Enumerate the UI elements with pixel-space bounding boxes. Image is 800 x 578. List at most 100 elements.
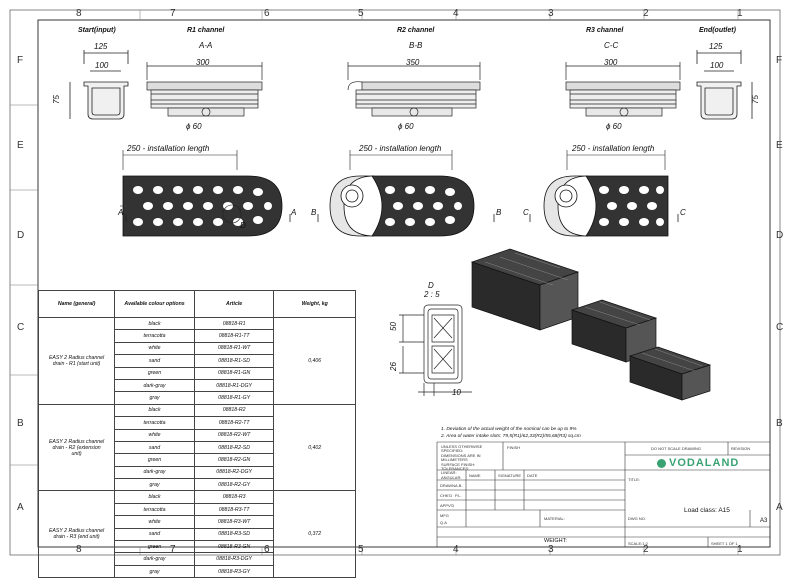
detail-label: D <box>428 281 434 290</box>
zone-bottom-1: 1 <box>737 544 743 555</box>
tb-col-name: NAME <box>469 473 481 478</box>
header-r2: R2 channel <box>397 27 435 34</box>
r3-top-view <box>529 175 679 237</box>
r3-side-view <box>565 62 681 117</box>
detail-scale: 2 : 5 <box>424 290 440 299</box>
dim-start-100: 100 <box>95 61 109 70</box>
zone-top-2: 2 <box>643 8 649 19</box>
zone-bottom-2: 2 <box>643 544 649 555</box>
end-section-view <box>696 50 753 120</box>
zone-top-4: 4 <box>453 8 459 19</box>
colour-cell: gray <box>114 564 195 578</box>
dim-start-75: 75 <box>51 95 61 104</box>
weight-cell: 0,372 <box>273 490 356 578</box>
zone-left-f: F <box>17 55 24 66</box>
zone-top-6: 6 <box>264 8 270 19</box>
note-2: 2. Area of water intake slots: 79,5(R1)/… <box>441 434 581 439</box>
colour-cell: terracotta <box>114 416 195 430</box>
article-cell: 08818-R2-GN <box>193 453 275 467</box>
dim-r2-350: 350 <box>406 58 420 67</box>
section-a-a: A-A <box>199 41 213 50</box>
dim-end-75: 75 <box>750 95 760 104</box>
cut-d: D <box>240 221 246 230</box>
tb-do-not-scale: DO NOT SCALE DRAWING <box>651 446 702 451</box>
start-section-view <box>69 50 129 120</box>
colour-cell: black <box>114 316 195 331</box>
tb-material: MATERIAL: <box>544 516 565 521</box>
article-cell: 08818-R1-SD <box>193 354 275 368</box>
weight-cell: 0,402 <box>273 403 356 492</box>
zone-top-7: 7 <box>170 8 176 19</box>
dim-r3-install: 250 - installation length <box>572 144 655 153</box>
table-row: EASY 2 Radius channel drain - R1 (start … <box>37 316 356 405</box>
tb-dwg-no: DWG NO. <box>628 516 646 521</box>
colour-cell: white <box>114 341 195 356</box>
zone-top-1: 1 <box>737 8 743 19</box>
col-colour: Available colour options <box>114 290 195 318</box>
zone-top-5: 5 <box>358 8 364 19</box>
dim-r2-install: 250 - installation length <box>359 144 442 153</box>
article-cell: 08818-R2-SD <box>193 440 275 455</box>
colour-cell: black <box>114 403 195 418</box>
tb-finish: FINISH <box>507 445 521 450</box>
tb-sheet-size: A3 <box>760 518 768 524</box>
colour-cell: green <box>114 540 195 554</box>
colour-cell: dark-gray <box>114 378 195 393</box>
zone-top-8: 8 <box>76 8 82 19</box>
dim-r3-300: 300 <box>604 58 618 67</box>
colour-cell: gray <box>114 391 195 405</box>
dim-end-100: 100 <box>710 61 724 70</box>
logo-mark-icon <box>657 459 666 468</box>
tb-row-mfg: MFG <box>440 513 449 518</box>
zone-bottom-5: 5 <box>358 544 364 555</box>
zone-right-b: B <box>776 418 783 429</box>
tb-load-class: Load class: A15 <box>684 507 730 514</box>
article-cell: 08818-R1-TT <box>193 329 275 343</box>
article-cell: 08818-R1-WT <box>193 341 275 356</box>
r1-top-view <box>120 175 291 237</box>
tb-row-appvd: APPV'D <box>440 503 455 508</box>
dim-r2-phi: ϕ 60 <box>398 122 414 131</box>
table-row: EASY 2 Radius channel drain - R3 (end un… <box>37 490 356 578</box>
brand-name: VODALAND <box>669 457 740 469</box>
tb-title: TITLE: <box>628 477 641 482</box>
colour-cell: white <box>114 515 195 529</box>
article-cell: 08818-R3-DGY <box>193 552 275 566</box>
section-c-c: C-C <box>604 41 619 50</box>
article-cell: 08818-R2-TT <box>193 416 275 430</box>
zone-bottom-3: 3 <box>548 544 554 555</box>
group-name: EASY 2 Radius channel drain - R2 (extens… <box>37 403 116 492</box>
article-cell: 08818-R3-TT <box>193 502 275 517</box>
tb-col-date: DATE <box>527 473 538 478</box>
header-start: Start(input) <box>78 27 116 34</box>
tb-weight: WEIGHT: <box>544 538 567 544</box>
colour-cell: green <box>114 453 195 467</box>
cut-b-left: B <box>311 208 317 217</box>
colour-cell: terracotta <box>114 502 195 517</box>
dim-r1-phi: ϕ 60 <box>186 122 202 131</box>
tb-row-drawn: DRAWN <box>440 483 455 488</box>
tb-chkd-name: P.L. <box>455 493 462 498</box>
zone-right-a: A <box>776 502 783 513</box>
cut-c-right: C <box>680 208 686 217</box>
article-cell: 08818-R3-GN <box>193 540 275 554</box>
colour-cell: dark-gray <box>114 465 195 480</box>
col-article: Article <box>193 290 275 318</box>
header-end: End(outlet) <box>699 27 736 34</box>
zone-left-c: C <box>17 322 25 333</box>
group-name: EASY 2 Radius channel drain - R1 (start … <box>37 317 116 405</box>
zone-bottom-4: 4 <box>453 544 459 555</box>
zone-top-3: 3 <box>548 8 554 19</box>
colour-cell: sand <box>114 527 195 542</box>
colour-cell: black <box>114 490 195 504</box>
section-b-b: B-B <box>409 41 423 50</box>
col-weight: Weight, kg <box>273 290 356 318</box>
drawing-sheet: 8 7 6 5 4 3 2 1 8 7 6 5 4 3 2 1 F E D C … <box>9 8 783 578</box>
article-cell: 08818-R3-SD <box>193 527 275 542</box>
